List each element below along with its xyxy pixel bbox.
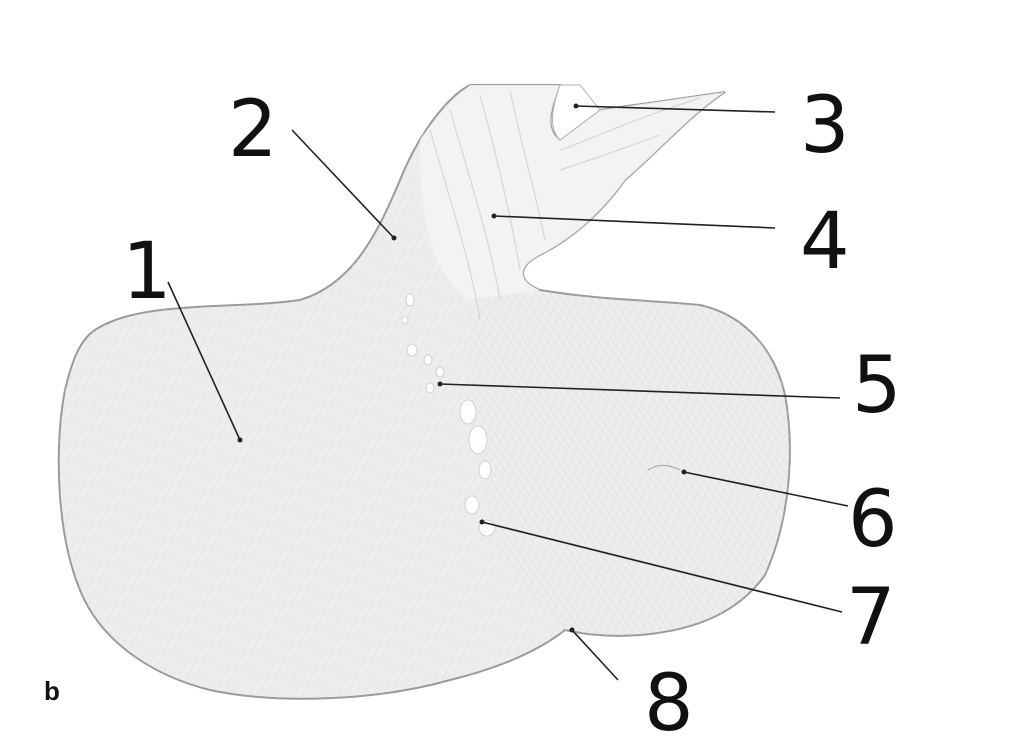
- label-4: 4: [800, 197, 850, 287]
- feature-6-mark: [647, 464, 681, 471]
- notch-region: [552, 84, 601, 141]
- tissue-section: [57, 84, 791, 700]
- label-3: 3: [800, 81, 850, 171]
- leader-line-6: [683, 471, 849, 507]
- label-7: 7: [846, 573, 896, 663]
- number-labels: 1 2 3 4 5 6 7 8: [122, 81, 902, 749]
- leader-dot-8: [569, 627, 575, 633]
- leader-dot-3: [573, 103, 579, 109]
- leader-dot-7: [479, 519, 485, 525]
- leader-dot-4: [491, 213, 497, 219]
- label-1: 1: [122, 227, 172, 317]
- panel-label: b: [44, 676, 60, 706]
- leader-line-7: [481, 521, 843, 613]
- right-lobe-region: [470, 293, 790, 636]
- leader-dot-5: [437, 381, 443, 387]
- label-2: 2: [228, 85, 278, 175]
- label-5: 5: [852, 341, 902, 431]
- stalk-fibers: [429, 89, 701, 321]
- leader-dot-2: [391, 235, 397, 241]
- label-6: 6: [848, 475, 898, 565]
- leader-line-2: [291, 129, 395, 239]
- leader-dot-1: [237, 437, 243, 443]
- label-8: 8: [644, 659, 694, 749]
- leader-dot-6: [681, 469, 687, 475]
- leader-line-1: [167, 281, 241, 441]
- leader-line-5: [439, 383, 841, 399]
- leader-lines: [167, 103, 849, 681]
- leader-line-4: [493, 215, 776, 229]
- leader-line-8: [571, 629, 619, 681]
- leader-line-3: [575, 105, 776, 113]
